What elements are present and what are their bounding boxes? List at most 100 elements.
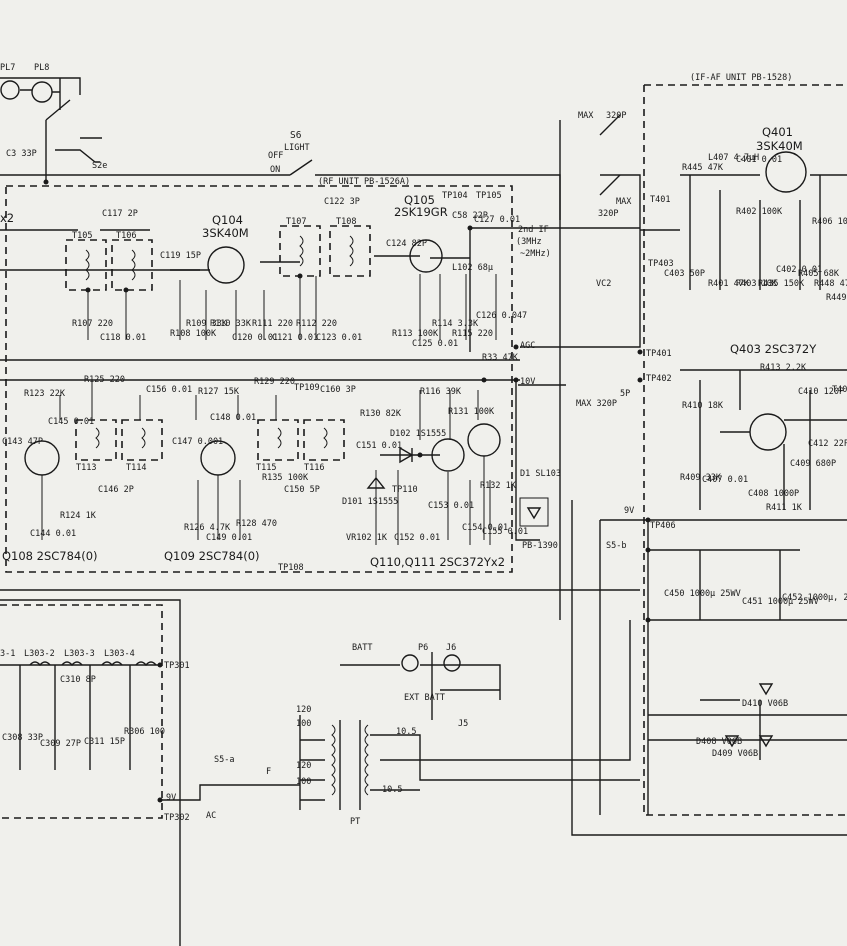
label-c151: C151 0.01 xyxy=(356,441,402,451)
label-c148: C148 0.01 xyxy=(210,413,256,423)
label-q104-type: 3SK40M xyxy=(202,226,249,240)
label-vc2: VC2 xyxy=(596,279,611,289)
label-r306: R306 100 xyxy=(124,727,165,737)
label-10-5b: 10.5 xyxy=(382,785,402,795)
label-c123: C123 0.01 xyxy=(316,333,362,343)
label-tp301: TP301 xyxy=(164,661,190,671)
label-r126: R126 4.7K xyxy=(184,523,231,533)
label-r132: R132 1K xyxy=(480,481,517,491)
label-q108: Q108 2SC784(0) xyxy=(2,549,98,563)
label-r129: R129 220 xyxy=(254,377,295,387)
label-r114: R114 3.3K xyxy=(432,319,479,329)
label-s5b: S5-b xyxy=(606,541,626,551)
label-c122: C122 3P xyxy=(324,197,360,207)
label-r125: R125 220 xyxy=(84,375,125,385)
label-light: LIGHT xyxy=(284,143,310,153)
label-r410: R410 18K xyxy=(682,401,724,411)
label-r110: R110 33K xyxy=(210,319,252,329)
label-r449: R449 2.2K xyxy=(826,293,847,303)
label-pl8: PL8 xyxy=(34,63,49,73)
label-max1: MAX xyxy=(578,111,594,121)
label-if-range-a: (3MHz xyxy=(516,237,542,247)
label-10v: 10V xyxy=(520,377,535,387)
label-c124: C124 82P xyxy=(386,239,427,249)
label-tp403: TP403 xyxy=(648,259,674,269)
label-q104: Q104 xyxy=(212,213,243,227)
label-c152: C152 0.01 xyxy=(394,533,440,543)
label-c409: C409 680P xyxy=(790,459,836,469)
label-c144: C144 0.01 xyxy=(30,529,76,539)
label-t40x: T40 xyxy=(832,385,847,395)
label-pt: PT xyxy=(350,817,360,827)
label-c160: C160 3P xyxy=(320,385,356,395)
label-r409: R409 33K xyxy=(680,473,722,483)
label-d408: D408 V06B xyxy=(696,737,742,747)
label-r113: R113 100K xyxy=(392,329,439,339)
label-r435: R435 150K xyxy=(758,279,805,289)
label-ac: AC xyxy=(206,811,216,821)
label-2nd-if: 2nd IF xyxy=(518,225,549,235)
label-r128: R128 470 xyxy=(236,519,277,529)
label-if-range-b: ~2MHz) xyxy=(520,249,551,259)
label-c145: C145 0.01 xyxy=(48,417,94,427)
label-tp104: TP104 xyxy=(442,191,468,201)
label-100b: 100 xyxy=(296,777,311,787)
label-r127: R127 15K xyxy=(198,387,240,397)
label-r124: R124 1K xyxy=(60,511,97,521)
label-tp109: TP109 xyxy=(294,383,320,393)
label-t113: T113 xyxy=(76,463,96,473)
label-t107: T107 xyxy=(286,217,306,227)
label-c309: C309 27P xyxy=(40,739,81,749)
label-120a: 120 xyxy=(296,705,311,715)
label-c310: C310 8P xyxy=(60,675,96,685)
label-l303-2: L303-2 xyxy=(24,649,55,659)
label-c143: C143 47P xyxy=(2,437,43,447)
label-r123: R123 22K xyxy=(24,389,66,399)
label-c146: C146 2P xyxy=(98,485,134,495)
label-c125: C125 0.01 xyxy=(412,339,458,349)
label-s6: S6 xyxy=(290,130,302,141)
label-c401: C401 0.01 xyxy=(736,155,782,165)
label-agc: AGC xyxy=(520,341,535,351)
label-r109: R109 33K xyxy=(186,319,228,329)
label-c451: C451 1000μ 25WV xyxy=(742,597,819,607)
label-r445: R445 47K xyxy=(682,163,724,173)
label-q105-type: 2SK19GR xyxy=(394,205,448,219)
label-rf-unit: (RF UNIT PB-1526A) xyxy=(318,177,410,187)
label-c149: C149 0.01 xyxy=(206,533,252,543)
label-10-5a: 10.5 xyxy=(396,727,416,737)
label-ext-batt: EXT BATT xyxy=(404,693,445,703)
label-tp108: TP108 xyxy=(278,563,304,573)
label-d101: D101 1S1555 xyxy=(342,497,398,507)
label-c156: C156 0.01 xyxy=(146,385,192,395)
label-c147: C147 0.001 xyxy=(172,437,223,447)
label-r405: R405 68K xyxy=(798,269,840,279)
label-r108: R108 100K xyxy=(170,329,217,339)
label-c450: C450 1000μ 25WV xyxy=(664,589,741,599)
label-q401-type: 3SK40M xyxy=(756,139,803,153)
label-l303-4: L303-4 xyxy=(104,649,135,659)
label-r111: R111 220 xyxy=(252,319,293,329)
label-9v: 9V xyxy=(624,506,634,516)
label-c155: C155 0.01 xyxy=(482,527,528,537)
label-r406: R406 100 xyxy=(812,217,847,227)
label-j5: J5 xyxy=(458,719,468,729)
label-c402: C402 0.01 xyxy=(776,265,822,275)
label-s2e: S2e xyxy=(92,161,107,171)
label-l407: L407 4.7μH xyxy=(708,153,759,163)
label-off: OFF xyxy=(268,151,283,161)
label-max3: MAX 320P xyxy=(576,399,617,409)
label-j6: J6 xyxy=(446,643,456,653)
label-c412: C412 22P xyxy=(808,439,847,449)
label-batt: BATT xyxy=(352,643,372,653)
label-t115: T115 xyxy=(256,463,276,473)
label-r130: R130 82K xyxy=(360,409,402,419)
label-c154: C154 0.01 xyxy=(462,523,508,533)
label-r401: R401 47K xyxy=(708,279,750,289)
label-tp402: TP402 xyxy=(646,374,672,384)
label-d409: D409 V06B xyxy=(712,749,758,759)
label-r402: R402 100K xyxy=(736,207,783,217)
label-c120: C120 0.01 xyxy=(232,333,278,343)
label-c452: C452 1000μ, 2 xyxy=(782,593,847,603)
